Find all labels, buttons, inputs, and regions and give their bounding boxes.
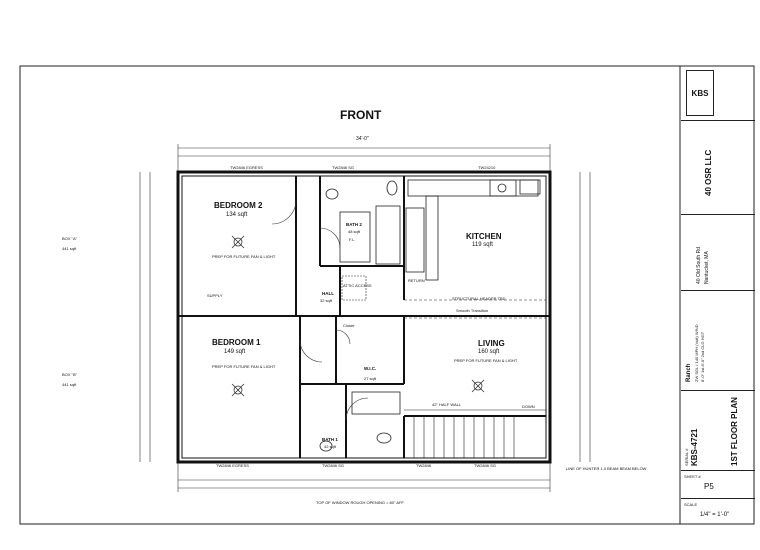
room-kitchen-sqft: 119 sqft [472, 242, 493, 248]
window-bot-mid2: TW2846 [416, 463, 432, 468]
half-wall-label: 42" HALF WALL [432, 402, 462, 407]
front-label: FRONT [340, 108, 382, 122]
client-name: 40 OSR LLC [704, 149, 713, 196]
room-bath2-sqft: 48 sqft [348, 229, 361, 234]
room-wic: W.I.C. [364, 366, 377, 371]
structural-header-label: STRUCTURAL HEADER TBD [452, 296, 506, 301]
room-hall-sqft: 32 sqft [320, 298, 333, 303]
smooth-transition-label: Smooth Transition [456, 308, 489, 313]
room-bath2: BATH 2 [346, 222, 362, 227]
room-bedroom2: BEDROOM 2 [214, 201, 263, 210]
model-spec2: 8'-0" 1st 8'-0" 2nd CLG HGT [700, 331, 705, 382]
room-living-sqft: 160 sqft [478, 349, 500, 355]
hunter-beam-note: LINE OF HUNTER 1.0 BEAM BEAM BELOW [566, 466, 647, 471]
room-kitchen: KITCHEN [466, 232, 502, 241]
window-bot-right: TW2846 SG [474, 463, 497, 468]
room-bedroom1-note: PREP FOR FUTURE FAN & LIGHT [212, 364, 276, 369]
serial-label: SERIAL # [684, 448, 689, 466]
room-bedroom1-sqft: 149 sqft [224, 349, 246, 355]
closet-label: Closet [343, 323, 355, 328]
serial-number: KBS-4721 [690, 428, 699, 466]
box-a-sqft: 441 sqft [62, 246, 77, 251]
return-label: RETURN [408, 278, 425, 283]
overall-width: 34'-0" [356, 136, 369, 142]
room-bath1: BATH 1 [322, 437, 338, 442]
sheet-title: 1ST FLOOR PLAN [730, 397, 739, 466]
room-bath1-sqft: 42 sqft [324, 444, 337, 449]
company-logo-text: KBS [691, 88, 709, 98]
window-rough-note: TOP OF WINDOW ROUGH OPENING = 80" AFF [316, 500, 404, 505]
attic-label: ATTIC ACCESS [343, 283, 372, 288]
fl-label: F.L. [349, 237, 356, 242]
room-living-note: PREP FOR FUTURE FAN & LIGHT [454, 358, 518, 363]
scale-label: SCALE [684, 502, 698, 507]
sheet-number-label: SHEET # [684, 474, 701, 479]
window-top-left: TW2846 EGRESS [230, 165, 263, 170]
window-top-right: TW24210 [478, 165, 496, 170]
model-name: Ranch [686, 363, 692, 382]
kbs-logo: KBS [686, 70, 714, 116]
room-wic-sqft: 27 sqft [364, 376, 377, 381]
address-line-1: 40 Old South Rd [696, 247, 702, 284]
address-line-2: Nantucket, MA [704, 251, 710, 284]
box-b-label: BOX "B" [62, 372, 78, 377]
model-specs: ZW SGL / 140 MPH (Vult) WIND [694, 324, 699, 383]
window-top-mid: TW2846 SG [332, 165, 355, 170]
window-bot-left: TW2846 EGRESS [216, 463, 249, 468]
box-a-label: BOX "A" [62, 236, 78, 241]
room-bedroom2-sqft: 134 sqft [226, 212, 248, 218]
sheet-border [19, 65, 755, 525]
room-hall: HALL [322, 291, 334, 296]
title-block: KBS [680, 66, 754, 524]
sheet-number: P5 [704, 482, 714, 491]
supply-label: SUPPLY [207, 293, 223, 298]
room-living: LIVING [478, 339, 505, 348]
box-b-sqft: 441 sqft [62, 382, 77, 387]
down-label: DOWN [522, 404, 535, 409]
room-bedroom1: BEDROOM 1 [212, 338, 261, 347]
scale-value: 1/4" = 1'-0" [700, 512, 730, 518]
window-bot-mid: TW2846 SG [322, 463, 345, 468]
room-bedroom2-note: PREP FOR FUTURE FAN & LIGHT [212, 254, 276, 259]
